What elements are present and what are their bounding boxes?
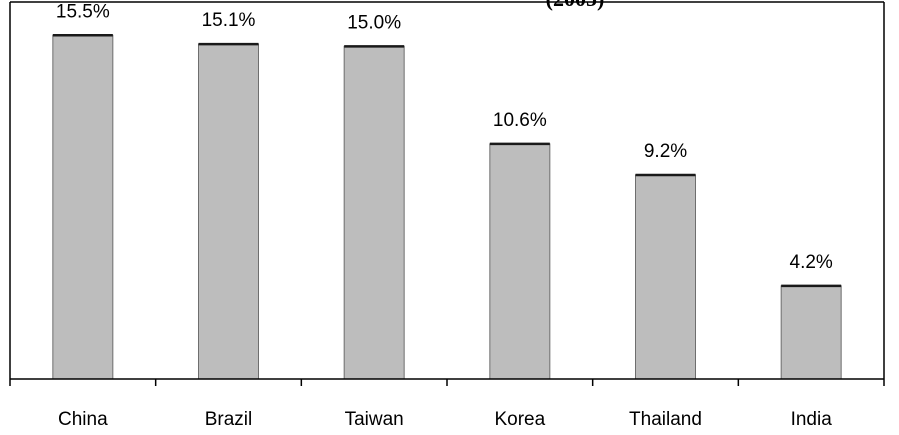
data-labels: 15.5% 15.1% 15.0% 10.6% 9.2% 4.2% bbox=[56, 1, 833, 273]
x-tick-label-india: India bbox=[791, 409, 833, 430]
data-label-india: 4.2% bbox=[790, 252, 833, 273]
bar-brazil bbox=[198, 43, 259, 380]
x-tick-label-brazil: Brazil bbox=[205, 409, 253, 430]
bar-taiwan bbox=[343, 45, 405, 380]
bar-india bbox=[780, 285, 842, 380]
bar-korea bbox=[489, 143, 551, 380]
plot-frame bbox=[9, 1, 885, 379]
bars bbox=[52, 34, 842, 380]
data-label-brazil: 15.1% bbox=[202, 10, 256, 31]
x-tick-label-china: China bbox=[58, 409, 108, 430]
x-tick-label-korea: Korea bbox=[494, 409, 545, 430]
bar-thailand bbox=[635, 174, 696, 380]
x-axis: China Brazil Taiwan Korea Thailand India bbox=[9, 378, 885, 430]
data-label-thailand: 9.2% bbox=[644, 141, 687, 162]
chart-title: (2005) bbox=[546, 0, 605, 11]
data-label-taiwan: 15.0% bbox=[347, 12, 401, 33]
bar-china bbox=[52, 34, 114, 380]
data-label-china: 15.5% bbox=[56, 1, 110, 22]
x-tick-label-taiwan: Taiwan bbox=[345, 409, 404, 430]
x-tick-label-thailand: Thailand bbox=[629, 409, 702, 430]
data-label-korea: 10.6% bbox=[493, 110, 547, 131]
